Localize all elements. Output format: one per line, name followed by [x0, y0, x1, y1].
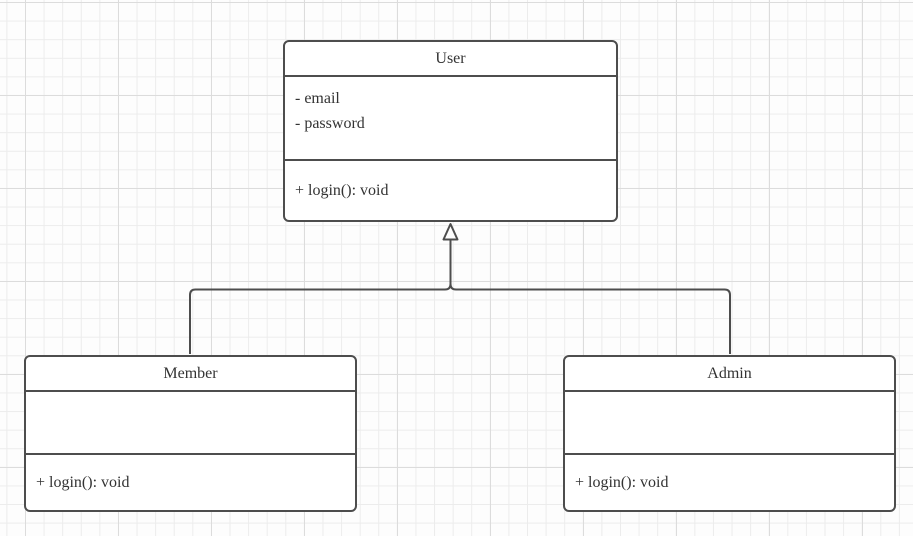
uml-class-user[interactable]: User - email - password + login(): void [283, 40, 618, 222]
class-attributes-section: - email - password [285, 77, 616, 161]
class-method: + login(): void [36, 473, 130, 491]
uml-class-member[interactable]: Member + login(): void [24, 355, 357, 512]
class-title: Admin [565, 357, 894, 392]
class-method: + login(): void [575, 473, 669, 491]
inheritance-arrowhead-icon [442, 223, 459, 241]
uml-class-admin[interactable]: Admin + login(): void [563, 355, 896, 512]
class-title: Member [26, 357, 355, 392]
class-methods-section: + login(): void [26, 455, 355, 510]
class-attributes-section [565, 392, 894, 455]
edge-admin-to-user[interactable] [449, 239, 731, 354]
class-attribute: - password [295, 115, 365, 132]
class-attributes-section [26, 392, 355, 455]
class-title: User [285, 42, 616, 77]
class-method: + login(): void [295, 181, 389, 199]
class-methods-section: + login(): void [285, 161, 616, 220]
edge-member-to-user[interactable] [189, 239, 452, 354]
class-attribute: - email [295, 90, 340, 107]
class-methods-section: + login(): void [565, 455, 894, 510]
